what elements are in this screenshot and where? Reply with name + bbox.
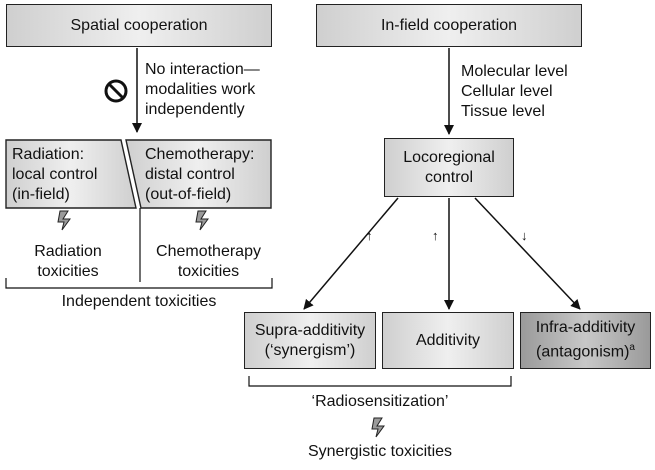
supra-additivity-label: Supra-additivity (‘synergism’) xyxy=(254,321,366,359)
down-arrow-infra: ↓ xyxy=(521,228,528,243)
levels-text: Molecular level Cellular level Tissue le… xyxy=(461,63,568,120)
spatial-cooperation-label: Spatial cooperation xyxy=(70,16,208,34)
no-interaction-text: No interaction— modalities work independ… xyxy=(145,61,260,118)
infra-additivity-label: Infra-additivity (antagonism)a xyxy=(535,319,636,361)
supra-additivity-box: Supra-additivity (‘synergism’) xyxy=(244,312,376,369)
additivity-label: Additivity xyxy=(415,331,481,349)
locoregional-control-box: Locoregional control xyxy=(384,138,514,197)
footnote-marker: a xyxy=(629,342,635,354)
up-arrow-supra: ↑ xyxy=(366,228,373,243)
infra-additivity-box: Infra-additivity (antagonism)a xyxy=(520,312,651,369)
synergistic-toxicities: Synergistic toxicities xyxy=(307,443,453,460)
radiosensitization-label: ‘Radiosensitization’ xyxy=(311,393,449,410)
lightning-bolt-icon xyxy=(195,210,209,231)
additivity-box: Additivity xyxy=(382,312,514,369)
arrow-to-supra xyxy=(303,197,399,310)
chemo-box-shape xyxy=(125,139,272,209)
prohibition-icon xyxy=(104,79,128,103)
infield-cooperation-label: In-field cooperation xyxy=(380,16,518,34)
lightning-bolt-icon xyxy=(57,210,71,231)
infield-cooperation-box: In-field cooperation xyxy=(316,4,582,47)
radiosens-bracket xyxy=(248,376,512,387)
independent-bracket xyxy=(5,278,273,289)
independent-toxicities: Independent toxicities xyxy=(61,293,217,310)
arrow-to-infra xyxy=(474,197,581,310)
up-arrow-additivity: ↑ xyxy=(432,228,439,243)
chemotherapy-toxicities: Chemotherapy toxicities xyxy=(156,243,261,280)
spatial-cooperation-box: Spatial cooperation xyxy=(6,4,272,47)
lightning-bolt-icon xyxy=(371,417,385,438)
locoregional-control-label: Locoregional control xyxy=(403,148,495,186)
radiation-box-label: Radiation: local control (in-field) xyxy=(12,146,98,203)
radiation-toxicities: Radiation toxicities xyxy=(34,243,102,280)
radiation-box-shape xyxy=(5,139,137,209)
chemo-box-label: Chemotherapy: distal control (out-of-fie… xyxy=(145,146,255,203)
